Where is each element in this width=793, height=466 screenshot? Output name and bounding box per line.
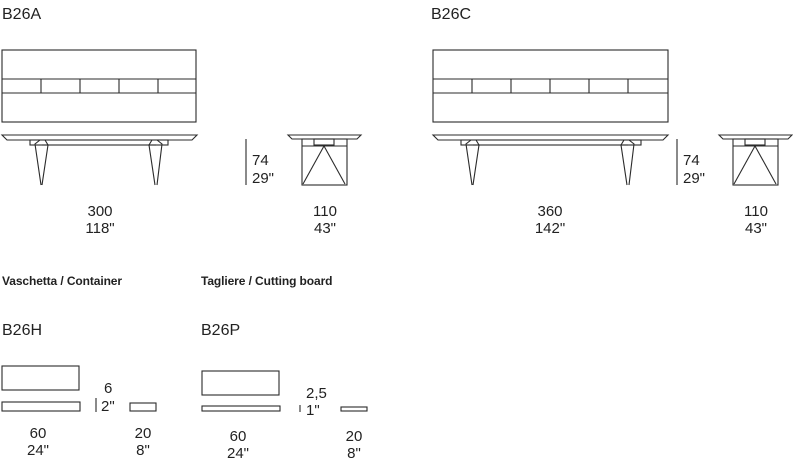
b26h-height-cm: 6	[104, 380, 113, 397]
b26c-side-view	[717, 134, 793, 186]
product-code-b26a: B26A	[2, 6, 42, 23]
b26c-top-view	[432, 49, 669, 123]
b26c-height-cm: 74	[683, 152, 700, 169]
b26h-width-in: 8"	[136, 442, 150, 459]
product-code-b26c: B26C	[431, 6, 472, 23]
b26p-width-in: 8"	[347, 445, 361, 462]
b26h-length-cm: 60	[29, 425, 47, 442]
b26c-width-in: 43"	[744, 220, 767, 237]
b26p-height-in: 1"	[306, 402, 320, 419]
b26a-height-in: 29"	[252, 170, 275, 187]
b26h-length-in: 24"	[26, 442, 49, 459]
b26a-length-cm: 300	[87, 203, 113, 220]
b26c-length-in: 142"	[534, 220, 566, 237]
b26h-width-cm: 20	[134, 425, 152, 442]
container-heading: Vaschetta / Container	[2, 274, 122, 288]
cutting-board-heading: Tagliere / Cutting board	[201, 274, 333, 288]
b26a-width-cm: 110	[313, 203, 337, 220]
b26c-height-in: 29"	[683, 170, 706, 187]
b26c-length-cm: 360	[537, 203, 563, 220]
b26c-width-cm: 110	[744, 203, 768, 220]
b26p-length-cm: 60	[229, 428, 247, 445]
b26h-drawings	[1, 365, 157, 412]
b26a-top-view	[1, 49, 197, 123]
product-code-b26p: B26P	[201, 322, 241, 339]
b26p-height-cm: 2,5	[306, 385, 327, 402]
b26p-width-cm: 20	[345, 428, 363, 445]
b26a-side-view	[286, 134, 363, 186]
b26p-length-in: 24"	[226, 445, 249, 462]
b26a-length-in: 118"	[85, 220, 115, 237]
b26c-front-view	[431, 134, 670, 186]
b26a-height-cm: 74	[252, 152, 269, 169]
b26h-height-in: 2"	[101, 398, 115, 415]
b26a-width-in: 43"	[313, 220, 336, 237]
b26p-drawings	[201, 370, 368, 412]
b26a-front-view	[0, 134, 199, 186]
product-code-b26h: B26H	[2, 322, 43, 339]
